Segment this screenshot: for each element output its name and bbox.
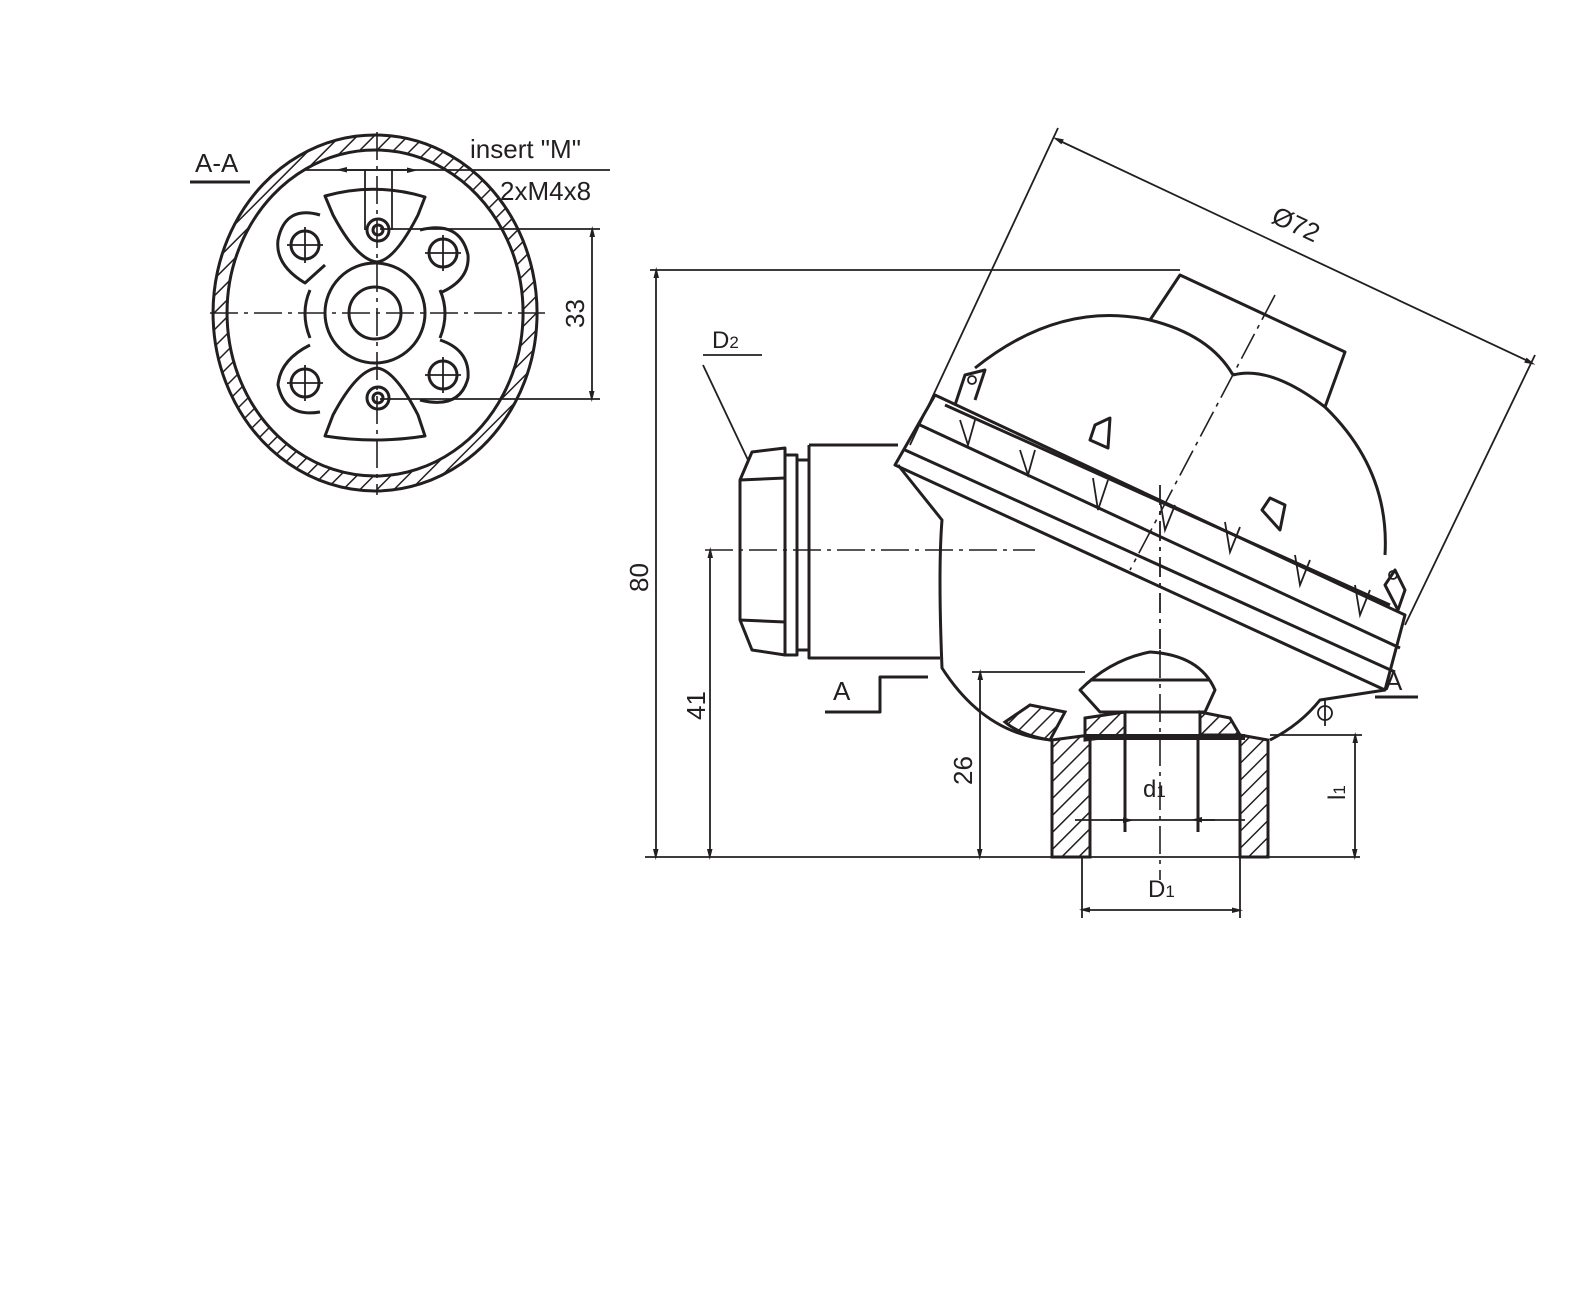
lid-ribs <box>959 419 1371 619</box>
fitting-wall-right <box>1238 733 1270 859</box>
lid-band <box>893 368 1407 692</box>
lid-axis <box>1129 294 1276 571</box>
gland-leader <box>702 364 749 461</box>
insert-label: insert "M" <box>470 134 581 164</box>
screw-label: 2xM4x8 <box>500 176 591 206</box>
fitting-wall-left <box>1050 733 1092 859</box>
dim-d1: d1 <box>1143 776 1166 803</box>
body-cutaway <box>1078 650 1217 714</box>
dim-33: 33 <box>560 299 590 328</box>
extension-line <box>909 127 1059 446</box>
section-title: A-A <box>195 148 239 178</box>
dim-D1: D1 <box>1148 876 1175 903</box>
section-mark-right: A <box>1385 666 1403 696</box>
insert-wing-top <box>323 187 427 264</box>
mounting-lug-bottom-left <box>276 343 323 415</box>
mounting-lug-top-right <box>419 226 470 295</box>
section-mark-left-line <box>825 675 928 714</box>
dim-diameter: Ø72 <box>1267 200 1324 248</box>
lid-clip <box>1260 496 1287 532</box>
lid-clip <box>1088 416 1112 450</box>
gland-label: D2 <box>712 327 739 354</box>
mounting-lug-bottom-right <box>419 338 470 404</box>
dim-26: 26 <box>948 756 978 785</box>
body-wall-hatched <box>1002 703 1068 742</box>
section-view-a-a: insert "M" 2xM4x8 A-A 33 <box>190 132 610 495</box>
lid-hinge-left <box>953 368 987 406</box>
section-mark-left: A <box>833 676 851 706</box>
dim-diameter-arrow <box>1052 137 1536 365</box>
lid-hinge-right <box>1383 568 1407 612</box>
body-left-contour <box>896 464 1053 742</box>
central-bore <box>347 285 403 341</box>
housing-wall-hatched <box>211 133 539 493</box>
side-view: Ø72 D2 <box>624 127 1536 918</box>
dim-l1: l1 <box>1324 785 1351 800</box>
lid-dome <box>974 273 1387 556</box>
mounting-lug-top-left <box>276 211 327 285</box>
extension-line <box>1404 354 1536 626</box>
insert-wing-bottom <box>323 366 427 442</box>
cable-gland <box>738 443 940 660</box>
dim-41: 41 <box>681 691 711 720</box>
dim-80: 80 <box>624 563 654 592</box>
body-right-contour <box>1269 688 1386 742</box>
